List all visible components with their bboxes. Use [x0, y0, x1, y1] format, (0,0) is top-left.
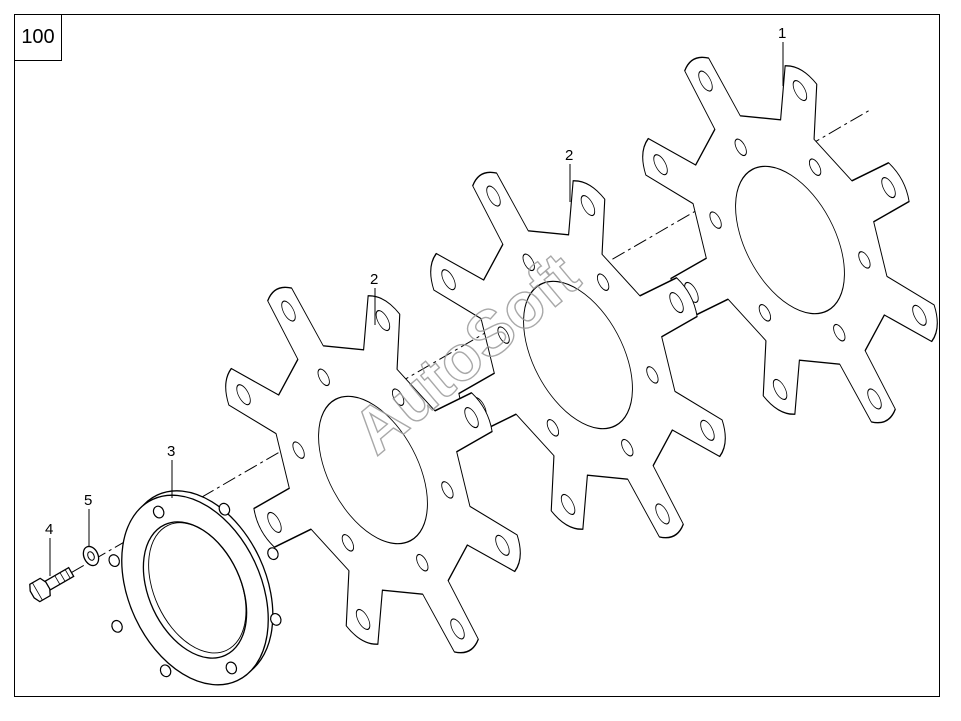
tooth-hole-4 — [700, 419, 715, 441]
bolt-hole-6 — [497, 326, 510, 344]
tooth-hole-5 — [655, 503, 670, 525]
tooth-hole-4 — [495, 534, 510, 556]
bolt-hole-3 — [646, 366, 659, 384]
disk-middle — [430, 171, 726, 539]
tooth-hole-1 — [698, 70, 713, 92]
disk-middle-center-hole — [523, 280, 633, 430]
bolt-hole-6 — [292, 441, 305, 459]
bolt-hole-2 — [596, 273, 610, 291]
bolt-hole-2 — [391, 388, 405, 406]
ring-plate-holes — [108, 502, 282, 678]
tooth-hole-2 — [375, 310, 391, 332]
ring-plate — [108, 490, 282, 686]
ring-hole-1 — [152, 505, 165, 519]
bolt-head — [29, 577, 51, 603]
disk-large — [642, 56, 938, 424]
bolt-hole-1 — [522, 253, 535, 272]
tooth-hole-1 — [486, 185, 501, 207]
disk-front — [225, 286, 521, 654]
bolt-thread-2 — [59, 572, 66, 582]
drawing-frame — [14, 14, 940, 697]
washer-inner — [87, 551, 95, 561]
ring-plate-inner-lip — [148, 522, 247, 654]
tooth-hole-5 — [450, 618, 465, 640]
ring-hole-7 — [111, 619, 123, 633]
tooth-hole-4 — [912, 304, 927, 326]
ring-hole-3 — [267, 547, 279, 561]
callout-5: 5 — [84, 492, 92, 509]
disk-large-outer-holes — [653, 70, 927, 410]
bolt-hole-1 — [734, 138, 747, 157]
tooth-hole-3 — [881, 177, 896, 199]
ring-hole-5 — [225, 661, 238, 675]
disk-front-center-hole — [318, 395, 428, 545]
tooth-hole-8 — [236, 384, 251, 406]
bolt-hole-5 — [546, 419, 560, 437]
tooth-hole-8 — [653, 154, 668, 176]
bolt-hole-5 — [341, 534, 355, 552]
disk-middle-inner-holes — [497, 253, 659, 457]
bolt-head-edge — [32, 582, 43, 601]
disk-front-outer-holes — [236, 300, 510, 640]
callout-1: 1 — [778, 25, 786, 42]
tooth-hole-8 — [441, 269, 456, 291]
disk-large-inner-holes — [709, 138, 871, 342]
tooth-hole-6 — [772, 378, 788, 400]
bolt-hole-1 — [317, 368, 330, 387]
tooth-hole-2 — [580, 195, 596, 217]
disk-front-outline — [225, 286, 521, 654]
disk-large-center-hole — [735, 165, 845, 315]
ring-hole-8 — [108, 554, 120, 568]
ring-hole-4 — [270, 612, 282, 626]
bolt-hole-4 — [621, 438, 634, 457]
disk-middle-outer-holes — [441, 185, 715, 525]
ring-hole-6 — [159, 664, 172, 678]
disk-front-inner-holes — [292, 368, 454, 572]
bolt — [29, 566, 75, 603]
tooth-hole-7 — [267, 511, 282, 533]
ring-hole-2 — [218, 502, 231, 516]
page-number: 100 — [21, 26, 55, 48]
callout-2b: 2 — [370, 271, 378, 288]
page-number-box: 100 — [14, 14, 62, 61]
bolt-hole-3 — [441, 481, 454, 499]
tooth-hole-2 — [792, 80, 808, 102]
tooth-hole-1 — [281, 300, 296, 322]
tooth-hole-5 — [867, 388, 882, 410]
tooth-hole-3 — [464, 407, 479, 429]
tooth-hole-6 — [560, 493, 576, 515]
washer — [82, 545, 100, 567]
bolt-hole-6 — [709, 211, 722, 229]
tooth-hole-3 — [669, 292, 684, 314]
bolt-hole-3 — [858, 251, 871, 269]
bolt-hole-2 — [808, 158, 822, 176]
bolt-hole-4 — [833, 323, 846, 342]
callout-3: 3 — [167, 443, 175, 460]
callout-2a: 2 — [565, 147, 573, 164]
bolt-thread-3 — [64, 569, 71, 579]
bolt-thread-1 — [54, 575, 61, 585]
bolt-hole-5 — [758, 304, 772, 322]
callout-4: 4 — [45, 521, 53, 538]
tooth-hole-6 — [355, 608, 371, 630]
bolt-hole-4 — [416, 553, 429, 572]
